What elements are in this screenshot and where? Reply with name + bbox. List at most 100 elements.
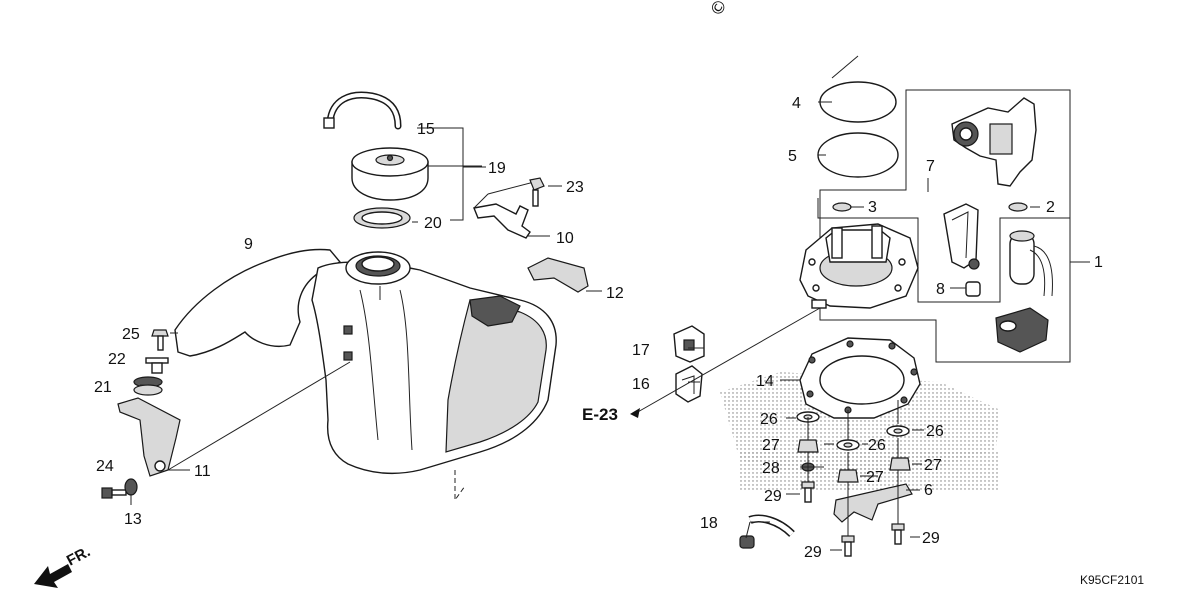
hose-part-18[interactable] xyxy=(739,514,795,549)
label-10[interactable]: 10 xyxy=(556,230,574,247)
plate-part-12[interactable] xyxy=(527,257,589,293)
nut-part-27a[interactable] xyxy=(797,439,819,453)
nut-part-27b[interactable] xyxy=(837,469,859,483)
label-2[interactable]: 2 xyxy=(1046,199,1055,216)
washer-part-26b[interactable] xyxy=(836,439,860,451)
collar-22-body xyxy=(151,362,163,374)
breather-tube-part-15[interactable] xyxy=(323,91,402,130)
label-29b[interactable]: 29 xyxy=(804,544,822,561)
filler-neck-ring xyxy=(361,256,395,272)
pump-strainer-port xyxy=(999,320,1017,332)
pump-flange-hole-1 xyxy=(808,258,816,266)
label-26c[interactable]: 26 xyxy=(926,423,944,440)
label-15[interactable]: 15 xyxy=(417,121,435,138)
nut-27c xyxy=(889,457,911,471)
stay-part-11[interactable] xyxy=(117,397,181,477)
label-12[interactable]: 12 xyxy=(606,285,624,302)
label-3[interactable]: 3 xyxy=(868,199,877,216)
pump-strainer-body xyxy=(995,307,1049,353)
nut-part-27c[interactable] xyxy=(889,457,911,471)
reference-label[interactable]: E-23 xyxy=(582,405,618,424)
label-1[interactable]: 1 xyxy=(1094,254,1103,271)
tank-centerline xyxy=(454,470,466,502)
label-29a[interactable]: 29 xyxy=(764,488,782,505)
pump-motor-top xyxy=(1009,230,1035,242)
label-27c[interactable]: 27 xyxy=(924,457,942,474)
pump-motor-wires xyxy=(1029,245,1053,297)
bolt-part-29a[interactable] xyxy=(801,481,815,503)
label-16[interactable]: 16 xyxy=(632,376,650,393)
label-26a[interactable]: 26 xyxy=(760,411,778,428)
label-4[interactable]: 4 xyxy=(792,95,801,112)
collar-22-flange xyxy=(145,357,169,364)
pump-flange[interactable] xyxy=(799,223,919,309)
label-27a[interactable]: 27 xyxy=(762,437,780,454)
label-26b[interactable]: 26 xyxy=(868,437,886,454)
clip-17-slot xyxy=(683,339,695,351)
washer-26c-hole xyxy=(893,428,903,434)
collar-part-22[interactable] xyxy=(145,357,169,374)
bolt-23-head xyxy=(529,177,545,191)
connector-8 xyxy=(965,281,981,297)
bolt-part-24[interactable] xyxy=(101,487,127,499)
washer-part-2[interactable] xyxy=(1008,202,1028,212)
washer-3 xyxy=(832,202,852,212)
seal-5 xyxy=(817,132,899,178)
washer-part-3[interactable] xyxy=(832,202,852,212)
filter-part-7[interactable] xyxy=(943,203,980,270)
label-29c[interactable]: 29 xyxy=(922,530,940,547)
label-21[interactable]: 21 xyxy=(94,379,112,396)
washer-part-13[interactable] xyxy=(124,478,138,496)
o-ring-4-centerline xyxy=(831,55,859,79)
pump-strainer[interactable] xyxy=(995,307,1049,353)
bracket-10 xyxy=(473,203,531,239)
label-17[interactable]: 17 xyxy=(632,342,650,359)
filter-7-clip xyxy=(968,258,980,270)
pump-motor[interactable] xyxy=(1009,230,1053,297)
connector-part-8[interactable] xyxy=(965,281,981,297)
bracket-10-frame xyxy=(473,181,535,209)
label-25[interactable]: 25 xyxy=(122,326,140,343)
washer-2 xyxy=(1008,202,1028,212)
clip-part-16[interactable] xyxy=(675,365,703,403)
clip-part-17[interactable] xyxy=(673,325,705,363)
reference-e23[interactable]: E-23 xyxy=(582,405,640,424)
fuel-cap-part-19[interactable] xyxy=(351,147,429,201)
label-28[interactable]: 28 xyxy=(762,460,780,477)
bolt-part-23[interactable] xyxy=(529,177,545,207)
cap-gasket-part-20[interactable] xyxy=(353,207,411,229)
label-6[interactable]: 6 xyxy=(924,482,933,499)
tank-shading xyxy=(445,299,547,453)
label-9[interactable]: 9 xyxy=(244,236,253,253)
label-5[interactable]: 5 xyxy=(788,148,797,165)
label-8[interactable]: 8 xyxy=(936,281,945,298)
plate-part-6[interactable] xyxy=(833,483,913,523)
fuel-tank-part-9[interactable] xyxy=(174,248,557,475)
washer-part-26c[interactable] xyxy=(886,425,910,437)
label-14[interactable]: 14 xyxy=(756,373,774,390)
nut-27b xyxy=(837,469,859,483)
clip-16-detail xyxy=(681,375,695,394)
gasket-hole-1 xyxy=(808,356,816,364)
bolt-part-29c[interactable] xyxy=(891,523,905,545)
screw-part-25[interactable] xyxy=(151,329,169,351)
bolt-24-shank xyxy=(111,489,127,496)
label-11[interactable]: 11 xyxy=(194,463,211,480)
label-18[interactable]: 18 xyxy=(700,515,718,532)
grommet-part-21[interactable] xyxy=(133,376,163,396)
label-22[interactable]: 22 xyxy=(108,351,126,368)
label-24[interactable]: 24 xyxy=(96,458,114,475)
label-19[interactable]: 19 xyxy=(488,160,506,177)
label-23[interactable]: 23 xyxy=(566,179,584,196)
washer-26b-hole xyxy=(843,442,853,448)
label-13[interactable]: 13 xyxy=(124,511,142,528)
label-7[interactable]: 7 xyxy=(926,158,935,175)
bolt-part-29b[interactable] xyxy=(841,535,855,557)
label-20[interactable]: 20 xyxy=(424,215,442,232)
bracket-part-10[interactable] xyxy=(473,203,531,239)
pump-unit-part-1[interactable] xyxy=(951,97,1037,187)
seal-part-5[interactable] xyxy=(817,132,899,178)
label-27b[interactable]: 27 xyxy=(866,469,884,486)
callout-labels: 1 2 3 4 5 6 7 8 9 10 11 12 13 14 15 16 1… xyxy=(94,95,1103,561)
pump-flange-hole-4 xyxy=(894,284,902,292)
